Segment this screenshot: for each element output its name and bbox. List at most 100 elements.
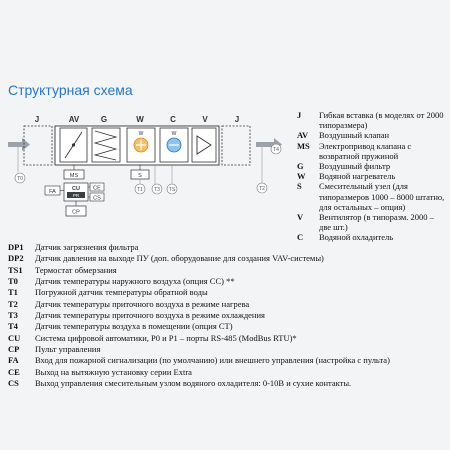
legend-row: CE Выход на вытяжную установку серии Extr…: [8, 367, 448, 378]
legend-code: T4: [8, 321, 18, 332]
module-label-av: AV: [69, 115, 80, 124]
flexible-insert-j-2: [221, 125, 251, 166]
fan-icon: [196, 135, 212, 155]
control-panel-cp: [65, 205, 87, 217]
legend-code: FA: [8, 355, 19, 366]
legend-desc: Пульт управления: [35, 344, 101, 355]
s-label: S: [138, 173, 142, 179]
cu-label: CU: [72, 186, 80, 192]
legend-row: CS Выход управления смесительным узлом во…: [8, 378, 448, 389]
legend-desc: Выход на вытяжную установку серии Extra: [35, 366, 192, 377]
legend-code: CU: [8, 332, 21, 343]
legend-code: C: [297, 232, 304, 243]
cs-label: CS: [93, 196, 101, 202]
legend-desc: Гибкая вставка (в моделях от 2000 типора…: [319, 110, 444, 131]
legend-code: CS: [8, 378, 19, 389]
ms-label: MS: [70, 173, 79, 179]
page-title: Структурная схема: [8, 82, 133, 98]
sensor-t4-label: T4: [273, 147, 279, 153]
legend-desc: Вентилятор (в типоразм. 2000 – две шт.): [319, 212, 434, 233]
legend-code: W: [297, 171, 306, 182]
module-label-g: G: [101, 115, 107, 124]
legend-desc: Система цифровой автоматики, Р0 и Р1 – п…: [35, 332, 297, 343]
cp-label: CP: [72, 210, 80, 216]
legend-row: CU Система цифровой автоматики, Р0 и Р1 –…: [8, 333, 448, 344]
air-filter-g: [91, 127, 121, 163]
sensor-t4: [270, 143, 282, 155]
legend-code: TS1: [8, 264, 23, 275]
legend-code: V: [297, 212, 304, 223]
legend-row: DP2 Датчик давления на выходе ПУ (доп. об…: [8, 253, 448, 264]
legend-desc: Датчик температуры приточного воздуха в …: [35, 310, 265, 321]
module-label-w: W: [136, 115, 144, 124]
legend-code: CP: [8, 344, 20, 355]
legend-code: T0: [8, 276, 18, 287]
legend-code: AV: [297, 130, 309, 141]
legend-code: G: [297, 161, 304, 172]
legend-code: T1: [8, 287, 18, 298]
legend-desc: Смесительный узел (для типоразмеров 1000…: [319, 181, 445, 212]
legend-row: G Воздушный фильтр: [297, 161, 447, 171]
legend-row: FA Вход для пожарной сигнализации (по умо…: [8, 355, 448, 366]
sensor-t1-label: T1: [137, 187, 143, 193]
pr-label: PR: [73, 193, 80, 198]
heater-w-mark: W: [139, 131, 144, 137]
legend-desc: Датчик температуры приточного воздуха в …: [35, 298, 250, 309]
sensor-t2: [256, 182, 268, 194]
legend-code: CE: [8, 366, 20, 377]
sensor-t0: [14, 172, 26, 184]
legend-desc: Термостат обмерзания: [35, 264, 117, 275]
legend-row: T0 Датчик температуры наружного воздуха (…: [8, 276, 448, 287]
legend-components: J Гибкая вставка (в моделях от 2000 типор…: [297, 110, 447, 243]
legend-desc: Электропривод клапана с возвратной пружи…: [319, 140, 412, 161]
legend-row: TS1 Термостат обмерзания: [8, 265, 448, 276]
legend-desc: Водяной охладитель: [319, 232, 394, 243]
module-label-j-2: J: [235, 115, 239, 124]
legend-row: J Гибкая вставка (в моделях от 2000 типор…: [297, 110, 447, 130]
cooler-w-mark: W: [172, 131, 177, 137]
legend-desc: Датчик температуры воздуха в помещении (…: [35, 321, 233, 332]
legend-code: T2: [8, 298, 18, 309]
legend-row: T2 Датчик температуры приточного воздуха …: [8, 299, 448, 310]
legend-row: T1 Погружной датчик температуры обратной …: [8, 287, 448, 298]
ce-label: CE: [93, 186, 101, 192]
legend-row: T4 Датчик температуры воздуха в помещении…: [8, 321, 448, 332]
legend-row: W Водяной нагреватель: [297, 171, 447, 181]
sensor-t2-label: T2: [259, 186, 265, 192]
legend-desc: Выход управления смесительным узлом водя…: [35, 378, 352, 389]
legend-row: CP Пульт управления: [8, 344, 448, 355]
legend-row: AV Воздушный клапан: [297, 130, 447, 140]
module-label-c: C: [170, 115, 176, 124]
legend-row: V Вентилятор (в типоразм. 2000 – две шт.): [297, 212, 447, 232]
module-label-v: V: [202, 115, 208, 124]
legend-desc: Водяной нагреватель: [319, 171, 396, 182]
sensor-ts-label: TS: [169, 187, 176, 193]
sensor-t3: [151, 183, 163, 195]
legend-desc: Погружной датчик температуры обратной во…: [35, 287, 208, 298]
module-label-j-1: J: [35, 115, 39, 124]
legend-desc: Воздушный клапан: [319, 130, 390, 141]
legend-desc: Датчик давления на выходе ПУ (доп. обору…: [35, 253, 324, 264]
cu-pr-port: [67, 192, 85, 198]
legend-desc: Датчик загрязнения фильтра: [35, 242, 139, 252]
airflow-in-arrow: [8, 138, 30, 151]
legend-row: MS Электропривод клапана с возвратной пру…: [297, 141, 447, 161]
legend-code: DP2: [8, 253, 24, 264]
legend-code: MS: [297, 140, 310, 151]
flexible-insert-j-1: [23, 125, 53, 166]
sensor-t0-label: T0: [17, 176, 23, 182]
legend-code: T3: [8, 310, 18, 321]
legend-row: DP1 Датчик загрязнения фильтра: [8, 242, 448, 253]
legend-code: J: [297, 110, 302, 120]
legend-desc: Воздушный фильтр: [319, 161, 391, 172]
legend-desc: Датчик температуры наружного воздуха (оп…: [35, 276, 235, 287]
legend-code: S: [297, 181, 302, 192]
legend-row: T3 Датчик температуры приточного воздуха …: [8, 310, 448, 321]
structural-diagram: J AV G W C V J W W MS S T0: [8, 115, 282, 217]
sensor-t1: [134, 183, 146, 195]
legend-desc: Вход для пожарной сигнализации (по умолч…: [35, 355, 390, 366]
sensor-t3-label: T3: [154, 187, 160, 193]
legend-code: DP1: [8, 242, 24, 252]
legend-row: C Водяной охладитель: [297, 232, 447, 242]
